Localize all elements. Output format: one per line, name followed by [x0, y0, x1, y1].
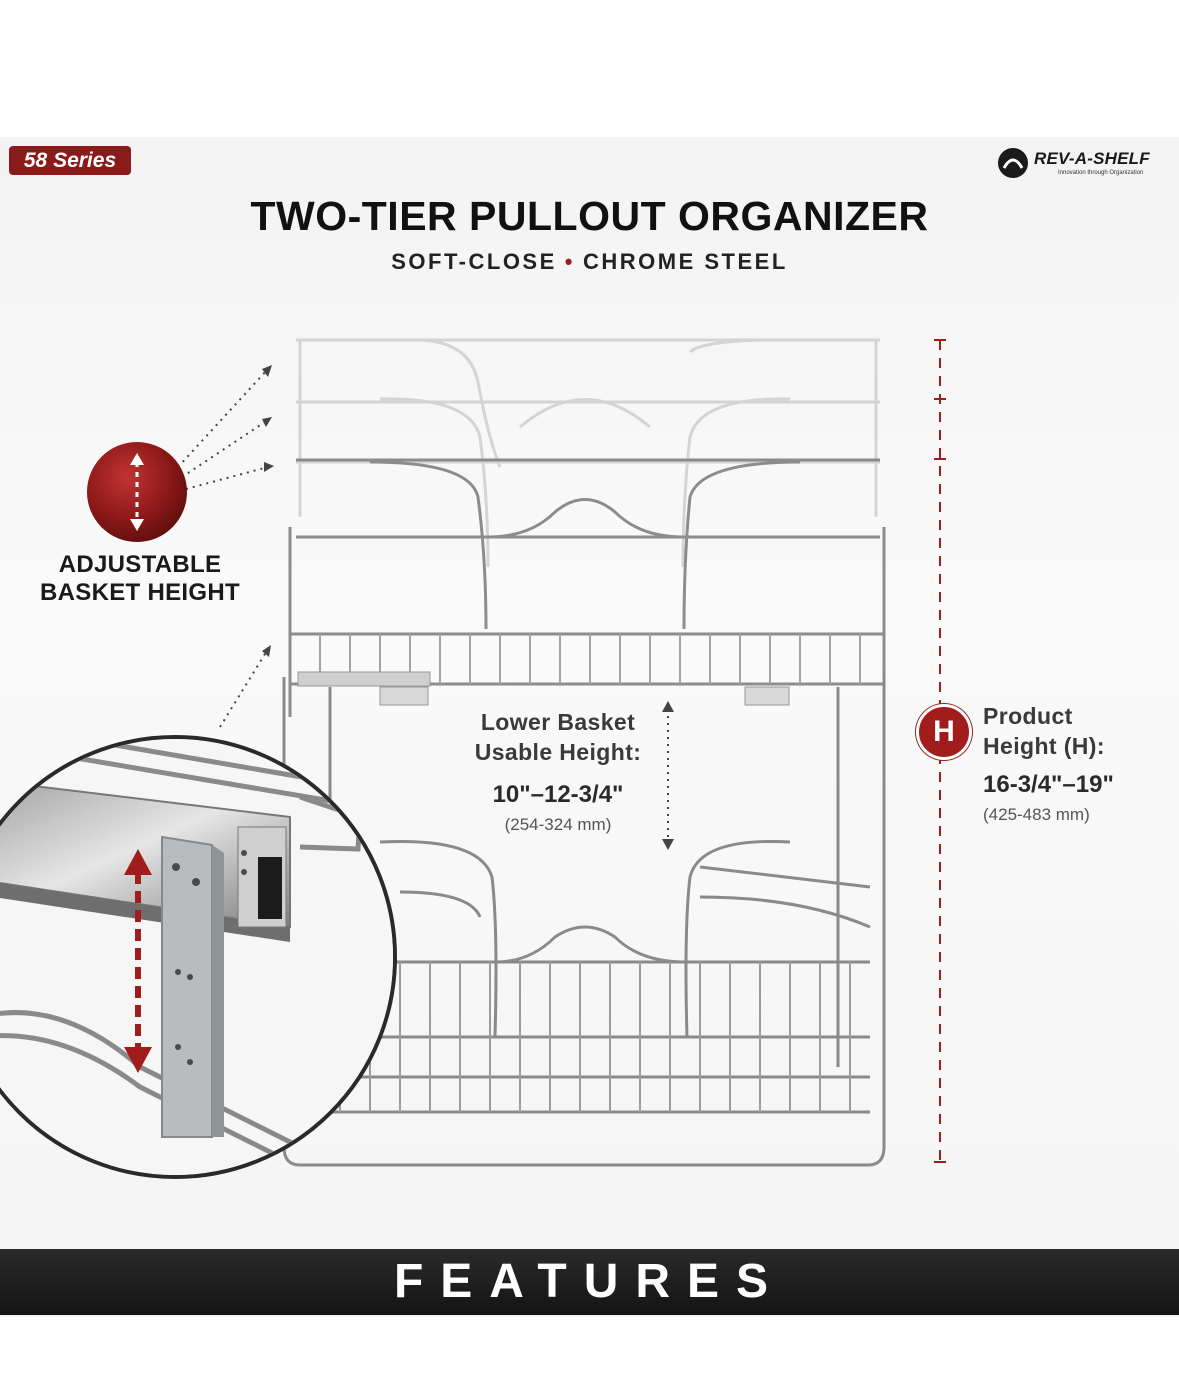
brand-mark-icon — [998, 148, 1028, 178]
adjust-height-icon — [87, 442, 187, 542]
lower-basket-callout: Lower Basket Usable Height: 10"–12-3/4" … — [440, 707, 676, 835]
page-title: TWO-TIER PULLOUT ORGANIZER — [250, 193, 929, 239]
subtitle-separator: • — [564, 249, 575, 274]
lower-basket-metric: (254-324 mm) — [504, 815, 612, 834]
subtitle-soft-close: SOFT-CLOSE — [391, 249, 557, 274]
lower-basket-value: 10"–12-3/4" — [492, 781, 624, 808]
organizer-illustration — [0, 338, 946, 1179]
upper-basket — [288, 458, 886, 717]
product-height-line2: Height (H): — [983, 733, 1105, 759]
product-height-callout: Product Height (H): 16-3/4"–19" (425-483… — [983, 701, 1173, 825]
product-height-line — [934, 339, 946, 1163]
product-height-line1: Product — [983, 703, 1073, 729]
slide-rails — [297, 671, 790, 706]
arrow-heads — [262, 365, 274, 657]
features-label: FEATURES — [393, 1255, 786, 1308]
lower-basket — [300, 839, 871, 1114]
zoom-detail — [0, 735, 397, 1179]
height-badge: H — [916, 704, 972, 760]
lower-basket-line2: Usable Height: — [474, 739, 642, 765]
adjustable-height-label: ADJUSTABLE BASKET HEIGHT — [20, 551, 260, 607]
product-height-metric: (425-483 mm) — [983, 805, 1090, 824]
brand-tagline: Innovation through Organization — [1058, 170, 1144, 176]
adjustable-line1: ADJUSTABLE — [58, 551, 222, 578]
features-banner: FEATURES — [0, 1249, 1179, 1315]
series-badge: 58 Series — [9, 146, 131, 175]
brand-name: REV-A-SHELF — [1034, 149, 1150, 168]
lower-basket-line1: Lower Basket — [480, 709, 636, 735]
product-infographic: 58 Series REV-A-SHELF Innovation through… — [0, 137, 1179, 1317]
brand-logo: REV-A-SHELF Innovation through Organizat… — [996, 146, 1171, 182]
ghost-basket-positions — [296, 338, 880, 568]
product-height-value: 16-3/4"–19" — [983, 771, 1114, 798]
adjustable-line2: BASKET HEIGHT — [40, 579, 240, 606]
adjust-arrows — [177, 368, 269, 728]
subtitle: SOFT-CLOSE • CHROME STEEL — [0, 249, 1179, 275]
subtitle-chrome-steel: CHROME STEEL — [582, 249, 788, 274]
